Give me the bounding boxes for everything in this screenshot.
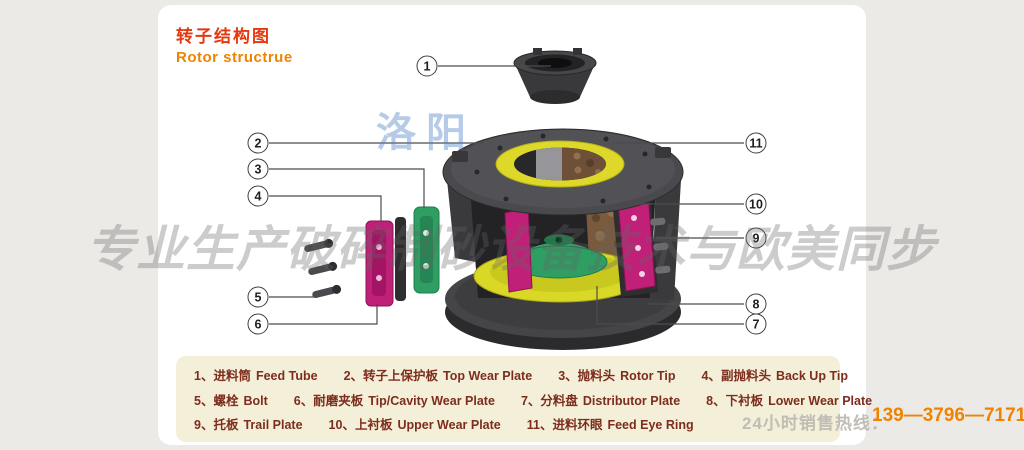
legend-item-number: 2、 <box>343 369 364 384</box>
legend-item-11: 11、 进料环眼 Feed Eye Ring <box>527 414 694 433</box>
legend-item-chinese: 分料盘 <box>540 393 578 408</box>
legend-item-5: 5、 螺栓 Bolt <box>194 390 268 409</box>
legend-item-english: Rotor Tip <box>620 369 676 384</box>
legend-row-1: 1、 进料筒 Feed Tube 2、 转子上保护板 Top Wear Plat… <box>184 365 848 384</box>
callout-11: 11 <box>745 132 767 154</box>
feed-eye-ring <box>495 140 625 188</box>
hotline-label: 24小时销售热线： <box>742 414 889 433</box>
legend-item-number: 10、 <box>328 417 355 432</box>
rotor-interior <box>470 186 671 303</box>
page-title: 转子结构图 Rotor structrue <box>176 22 293 66</box>
feed-tube <box>513 48 597 104</box>
callout-8: 8 <box>745 293 767 315</box>
callout-6: 6 <box>247 313 269 335</box>
legend-item-chinese: 螺栓 <box>213 393 239 408</box>
exploded-parts <box>304 206 440 307</box>
callout-4: 4 <box>247 185 269 207</box>
legend-item-10: 10、 上衬板 Upper Wear Plate <box>329 414 501 433</box>
legend-item-english: Tip/Cavity Wear Plate <box>368 393 495 408</box>
callout-2: 2 <box>247 132 269 154</box>
legend-item-3: 3、 抛料头 Rotor Tip <box>558 365 675 384</box>
legend-item-english: Bolt <box>243 393 268 408</box>
legend-item-chinese: 副抛料头 <box>720 369 771 384</box>
callout-5: 5 <box>247 286 269 308</box>
legend-item-number: 6、 <box>293 393 314 408</box>
legend-item-chinese: 转子上保护板 <box>363 369 439 384</box>
legend-item-number: 7、 <box>520 393 541 408</box>
distributor-cone <box>510 234 608 279</box>
rotor-tip-plate <box>413 206 440 294</box>
legend-item-english: Upper Wear Plate <box>397 417 501 432</box>
legend-item-8: 8、 下衬板 Lower Wear Plate <box>706 390 872 409</box>
legend-item-number: 11、 <box>526 417 553 432</box>
legend-item-number: 1、 <box>194 369 214 384</box>
callout-10: 10 <box>745 193 767 215</box>
legend-item-english: Feed Eye Ring <box>607 417 694 432</box>
legend-item-number: 4、 <box>701 369 721 384</box>
legend-item-chinese: 进料筒 <box>213 369 251 384</box>
legend-item-number: 9、 <box>194 417 214 432</box>
legend-item-number: 8、 <box>706 393 726 408</box>
callout-7: 7 <box>745 313 767 335</box>
legend-item-2: 2、 转子上保护板 Top Wear Plate <box>344 365 533 384</box>
legend-item-english: Lower Wear Plate <box>768 393 873 408</box>
back-up-tip-plate <box>365 217 406 307</box>
legend-row-2: 5、 螺栓 Bolt 6、 耐磨夹板 Tip/Cavity Wear Plate… <box>184 390 872 409</box>
legend-item-english: Trail Plate <box>243 417 303 432</box>
legend-item-number: 3、 <box>558 369 578 384</box>
legend-item-english: Back Up Tip <box>775 369 848 384</box>
callout-3: 3 <box>247 158 269 180</box>
legend-item-7: 7、 分料盘 Distributor Plate <box>521 390 680 409</box>
legend-item-9: 9、 托板 Trail Plate <box>194 414 303 433</box>
legend-item-chinese: 上衬板 <box>354 417 393 432</box>
title-chinese: 转子结构图 <box>176 27 271 46</box>
callout-9: 9 <box>745 227 767 249</box>
legend-item-chinese: 抛料头 <box>577 369 616 384</box>
legend-item-6: 6、 耐磨夹板 Tip/Cavity Wear Plate <box>294 390 495 409</box>
legend-item-chinese: 耐磨夹板 <box>313 393 364 408</box>
leader-lines <box>269 65 744 325</box>
legend-item-chinese: 下衬板 <box>725 393 764 408</box>
callout-1: 1 <box>416 55 438 77</box>
hotline-phone-number: 139—3796—7171 <box>872 405 1024 426</box>
legend-item-chinese: 托板 <box>213 417 239 432</box>
inner-wear-plate-left <box>504 207 533 293</box>
bolt-parts <box>304 238 342 299</box>
legend-item-chinese: 进料环眼 <box>552 417 603 432</box>
legend-item-english: Distributor Plate <box>582 393 681 408</box>
legend-item-english: Feed Tube <box>255 369 318 384</box>
legend-item-4: 4、 副抛料头 Back Up Tip <box>701 365 847 384</box>
legend-item-english: Top Wear Plate <box>443 369 533 384</box>
legend-panel: 1、 进料筒 Feed Tube 2、 转子上保护板 Top Wear Plat… <box>176 356 872 442</box>
legend-row-3: 9、 托板 Trail Plate 10、 上衬板 Upper Wear Pla… <box>184 414 832 433</box>
legend-item-1: 1、 进料筒 Feed Tube <box>194 365 318 384</box>
title-english: Rotor structrue <box>176 49 293 66</box>
legend-item-number: 5、 <box>194 393 214 408</box>
